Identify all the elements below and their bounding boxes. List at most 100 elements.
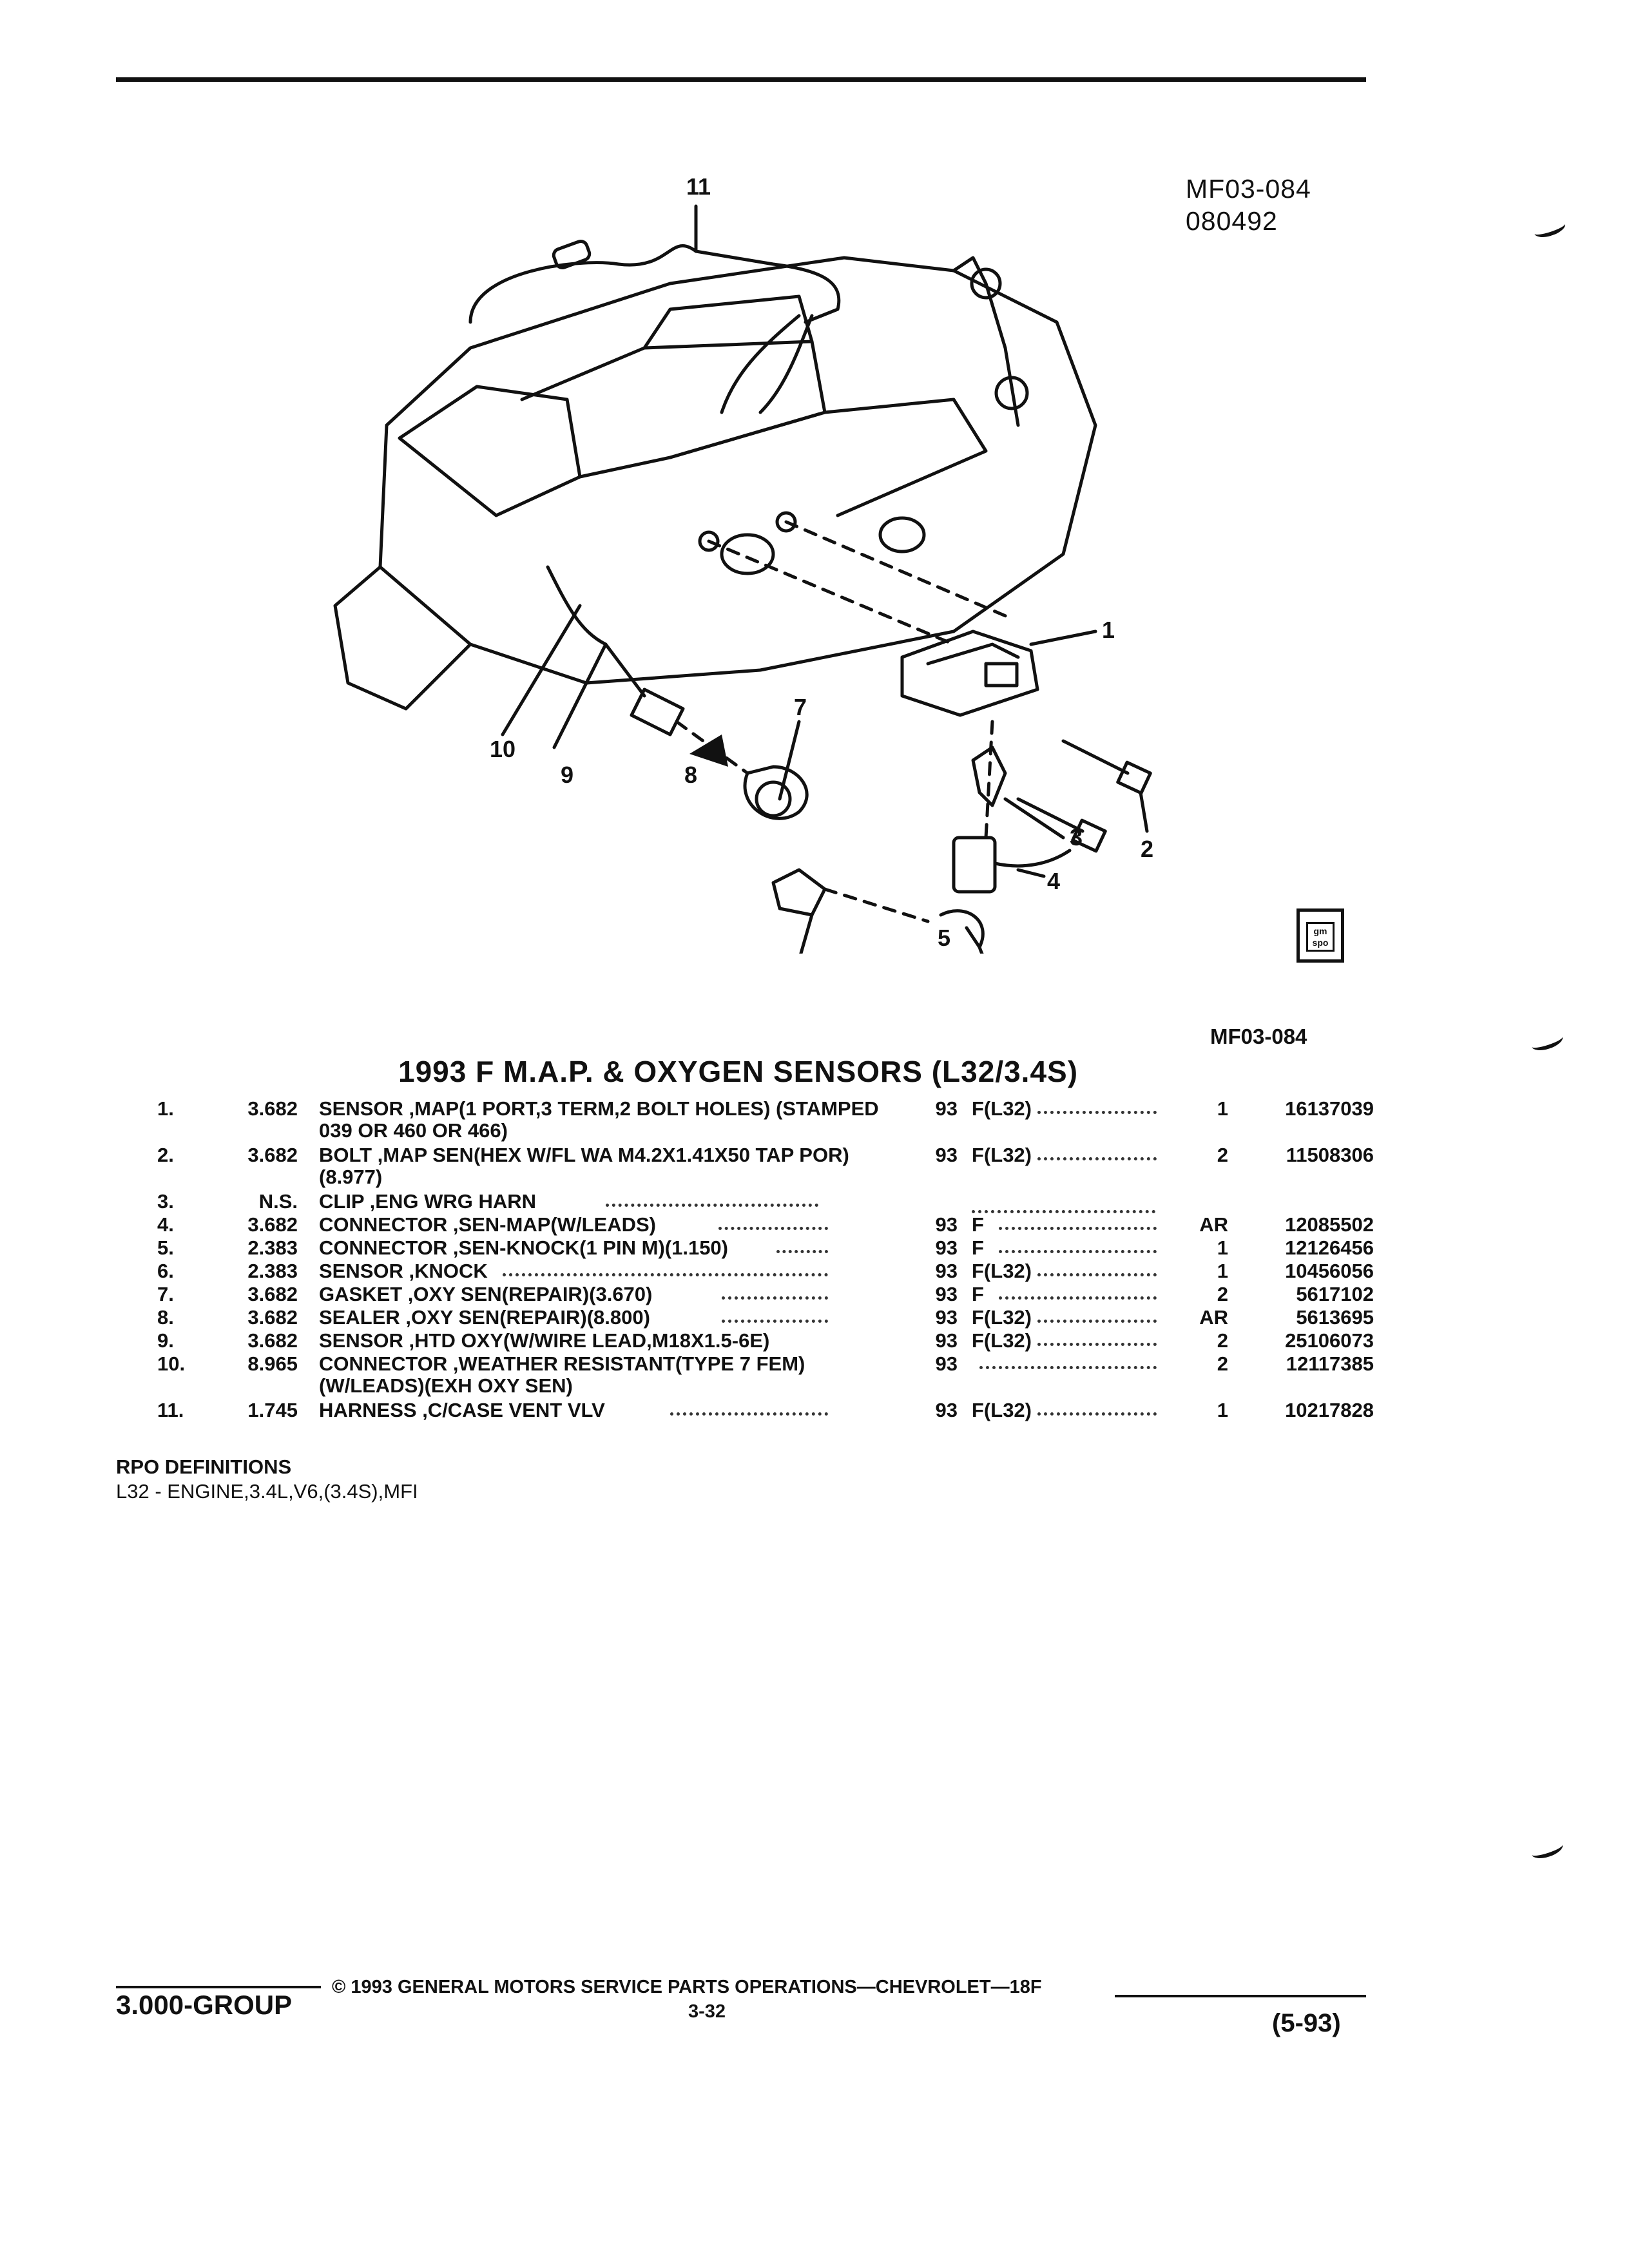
part-year: 93 bbox=[935, 1213, 958, 1236]
callout-3: 3 bbox=[1070, 824, 1083, 850]
map-bolt bbox=[1016, 797, 1084, 833]
part-description: HARNESS ,C/CASE VENT VLV bbox=[319, 1399, 605, 1421]
part-description: SENSOR ,MAP(1 PORT,3 TERM,2 BOLT HOLES) … bbox=[319, 1097, 879, 1142]
part-description: CLIP ,ENG WRG HARN bbox=[319, 1190, 536, 1213]
leader-line bbox=[1016, 868, 1046, 878]
callout-8: 8 bbox=[684, 762, 697, 788]
footer-copyright: © 1993 GENERAL MOTORS SERVICE PARTS OPER… bbox=[332, 1977, 1042, 1997]
engine-block-outline bbox=[378, 256, 1097, 685]
part-qty: AR bbox=[1199, 1306, 1228, 1329]
part-group: 8.965 bbox=[247, 1352, 298, 1375]
dot-leader bbox=[503, 1273, 828, 1276]
part-number: 25106073 bbox=[1285, 1329, 1374, 1352]
dot-leader bbox=[776, 1250, 828, 1253]
dot-leader bbox=[722, 1320, 828, 1323]
dot-leader bbox=[1037, 1320, 1157, 1323]
part-row: 8. 3.682 SEALER ,OXY SEN(REPAIR)(8.800) … bbox=[116, 1307, 1379, 1330]
part-number-index: 4. bbox=[157, 1213, 174, 1236]
part-row: 6. 2.383 SENSOR ,KNOCK 93 F(L32) 1 10456… bbox=[116, 1260, 1379, 1283]
plenum-right bbox=[668, 398, 988, 517]
callout-11: 11 bbox=[686, 173, 711, 200]
part-number: 10217828 bbox=[1285, 1399, 1374, 1421]
leader-line bbox=[552, 642, 608, 749]
gm-spo-logo: gm spo bbox=[1296, 908, 1344, 963]
part-row: 3. N.S. CLIP ,ENG WRG HARN bbox=[116, 1191, 1379, 1214]
part-number-index: 10. bbox=[157, 1352, 186, 1375]
callout-7: 7 bbox=[794, 694, 807, 720]
part-group: 3.682 bbox=[247, 1144, 298, 1166]
dot-leader bbox=[670, 1412, 828, 1416]
part-qty: 1 bbox=[1217, 1236, 1228, 1259]
dot-leader bbox=[972, 1210, 1155, 1213]
oxygen-sensor bbox=[630, 687, 685, 736]
knock-sensor bbox=[771, 868, 827, 917]
part-year: 93 bbox=[935, 1236, 958, 1259]
figure-code-header: MF03-084 080492 bbox=[1186, 173, 1311, 237]
part-description: CONNECTOR ,WEATHER RESISTANT(TYPE 7 FEM)… bbox=[319, 1352, 805, 1397]
part-description: SENSOR ,HTD OXY(W/WIRE LEAD,M18X1.5-6E) bbox=[319, 1329, 770, 1352]
part-model: F(L32) bbox=[972, 1399, 1032, 1421]
rpo-heading: RPO DEFINITIONS bbox=[116, 1456, 292, 1478]
part-number-index: 6. bbox=[157, 1260, 174, 1282]
parts-list: 1. 3.682 SENSOR ,MAP(1 PORT,3 TERM,2 BOL… bbox=[116, 1098, 1379, 1423]
part-number: 11508306 bbox=[1286, 1144, 1374, 1166]
plenum-left bbox=[398, 385, 582, 517]
vent-harness-branch bbox=[720, 314, 801, 414]
map-bolt bbox=[1061, 739, 1130, 775]
part-number: 12117385 bbox=[1286, 1352, 1374, 1375]
margin-mark bbox=[1532, 216, 1568, 241]
rpo-definitions: RPO DEFINITIONS L32 - ENGINE,3.4L,V6,(3.… bbox=[116, 1455, 418, 1504]
part-description: SEALER ,OXY SEN(REPAIR)(8.800) bbox=[319, 1306, 650, 1329]
vent-harness-branch bbox=[758, 314, 814, 414]
part-year: 93 bbox=[935, 1283, 958, 1305]
callout-10: 10 bbox=[490, 736, 516, 762]
part-model: F bbox=[972, 1283, 984, 1305]
part-group: 3.682 bbox=[247, 1097, 298, 1120]
vent-harness-fitting bbox=[552, 239, 592, 270]
leader-line bbox=[778, 720, 801, 801]
part-qty: 1 bbox=[1217, 1399, 1228, 1421]
footer-rule-left bbox=[116, 1986, 321, 1988]
dot-leader bbox=[999, 1227, 1157, 1230]
engine-front bbox=[333, 565, 472, 711]
oxygen-sensor-lead bbox=[546, 565, 646, 698]
section-title: 1993 F M.A.P. & OXYGEN SENSORS (L32/3.4S… bbox=[398, 1055, 1079, 1088]
part-row: 9. 3.682 SENSOR ,HTD OXY(W/WIRE LEAD,M18… bbox=[116, 1330, 1379, 1353]
footer-date: (5-93) bbox=[1272, 2009, 1341, 2037]
part-year: 93 bbox=[935, 1399, 958, 1421]
leader-line bbox=[501, 604, 582, 736]
harness-clip bbox=[971, 745, 1007, 807]
map-sensor-port bbox=[984, 662, 1019, 687]
part-qty: 2 bbox=[1217, 1352, 1228, 1375]
exhaust-gasket bbox=[743, 765, 809, 820]
part-group: 3.682 bbox=[247, 1329, 298, 1352]
port-opening bbox=[720, 533, 775, 575]
dot-leader bbox=[722, 1296, 828, 1300]
gm-spo-logo-text: gm spo bbox=[1306, 922, 1335, 952]
part-group: 3.682 bbox=[247, 1283, 298, 1305]
part-row: 11. 1.745 HARNESS ,C/CASE VENT VLV 93 F(… bbox=[116, 1399, 1379, 1423]
map-sensor bbox=[900, 629, 1039, 717]
manifold-bracket bbox=[952, 256, 1020, 427]
plenum-center bbox=[520, 340, 827, 479]
part-model: F(L32) bbox=[972, 1329, 1032, 1352]
part-number: 5613695 bbox=[1296, 1306, 1374, 1329]
part-qty: 1 bbox=[1217, 1097, 1228, 1120]
part-year: 93 bbox=[935, 1329, 958, 1352]
part-group: 2.383 bbox=[247, 1236, 298, 1259]
part-qty: 2 bbox=[1217, 1283, 1228, 1305]
parts-diagram: 11 1 2 3 4 5 6 7 8 9 10 bbox=[333, 173, 1153, 954]
part-model: F bbox=[972, 1213, 984, 1236]
part-model: F(L32) bbox=[972, 1097, 1032, 1120]
part-group: 3.682 bbox=[247, 1306, 298, 1329]
part-number-index: 11. bbox=[157, 1399, 184, 1421]
dot-leader bbox=[1037, 1157, 1157, 1160]
rpo-definition: L32 - ENGINE,3.4L,V6,(3.4S),MFI bbox=[116, 1480, 418, 1503]
part-qty: AR bbox=[1199, 1213, 1228, 1236]
footer-rule-right bbox=[1115, 1995, 1366, 1997]
part-model: F(L32) bbox=[972, 1260, 1032, 1282]
part-qty: 2 bbox=[1217, 1329, 1228, 1352]
grommet bbox=[775, 511, 797, 533]
part-model: F(L32) bbox=[972, 1144, 1032, 1166]
port-opening bbox=[878, 516, 926, 553]
